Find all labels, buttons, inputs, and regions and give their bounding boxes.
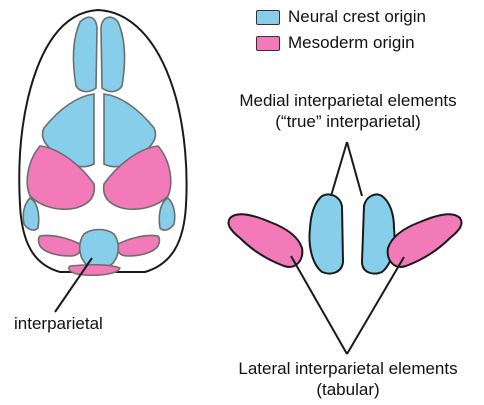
skull-tabular-right bbox=[116, 234, 161, 257]
legend-swatch-neural-crest bbox=[256, 9, 280, 25]
medial-pointer-right bbox=[346, 141, 363, 197]
squamosal-bone-left bbox=[22, 197, 40, 231]
skull-tabular-left bbox=[37, 234, 82, 257]
interparietal-pointer bbox=[54, 257, 93, 313]
medial-elements-label: Medial interparietal elements (“true” in… bbox=[218, 90, 478, 132]
occipital-sliver bbox=[68, 263, 121, 276]
medial-interparietal-right bbox=[360, 193, 396, 275]
legend-label-mesoderm: Mesoderm origin bbox=[288, 33, 415, 52]
lateral-label-line2: (tabular) bbox=[316, 380, 380, 399]
legend-swatch-mesoderm bbox=[256, 35, 280, 51]
nasal-bone-right bbox=[100, 16, 126, 93]
squamosal-bone-right bbox=[158, 197, 176, 231]
parietal-bone-right bbox=[102, 145, 172, 211]
medial-label-line2: (“true” interparietal) bbox=[275, 112, 421, 131]
lateral-elements-label: Lateral interparietal elements (tabular) bbox=[212, 358, 484, 400]
legend: Neural crest origin Mesoderm origin bbox=[256, 4, 426, 56]
legend-item-neural-crest: Neural crest origin bbox=[256, 4, 426, 30]
interparietal-label: interparietal bbox=[14, 314, 103, 333]
medial-interparietal-left bbox=[308, 193, 345, 275]
nasal-bone-left bbox=[72, 16, 98, 93]
skull-interparietal bbox=[78, 228, 120, 270]
lateral-pointer-left bbox=[290, 255, 348, 355]
lateral-label-line1: Lateral interparietal elements bbox=[238, 359, 458, 378]
medial-label-line1: Medial interparietal elements bbox=[239, 91, 457, 110]
lateral-pointer-right bbox=[346, 256, 405, 355]
legend-label-neural-crest: Neural crest origin bbox=[288, 7, 426, 26]
lateral-interparietal-right bbox=[386, 213, 463, 268]
lateral-interparietal-left bbox=[227, 213, 304, 268]
legend-item-mesoderm: Mesoderm origin bbox=[256, 30, 426, 56]
parietal-bone-left bbox=[26, 145, 96, 211]
medial-pointer-left bbox=[330, 141, 348, 197]
